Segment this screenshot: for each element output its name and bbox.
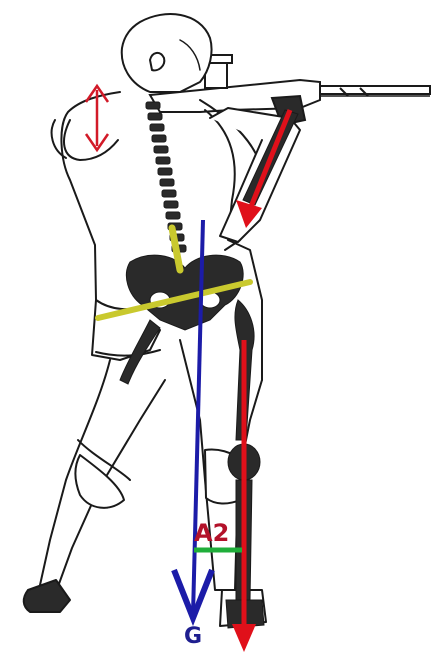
gravity-label: G [184, 624, 202, 649]
angle-label: A2 [194, 519, 229, 547]
rear-foot [24, 580, 70, 612]
head [122, 14, 212, 92]
spine [146, 102, 186, 252]
